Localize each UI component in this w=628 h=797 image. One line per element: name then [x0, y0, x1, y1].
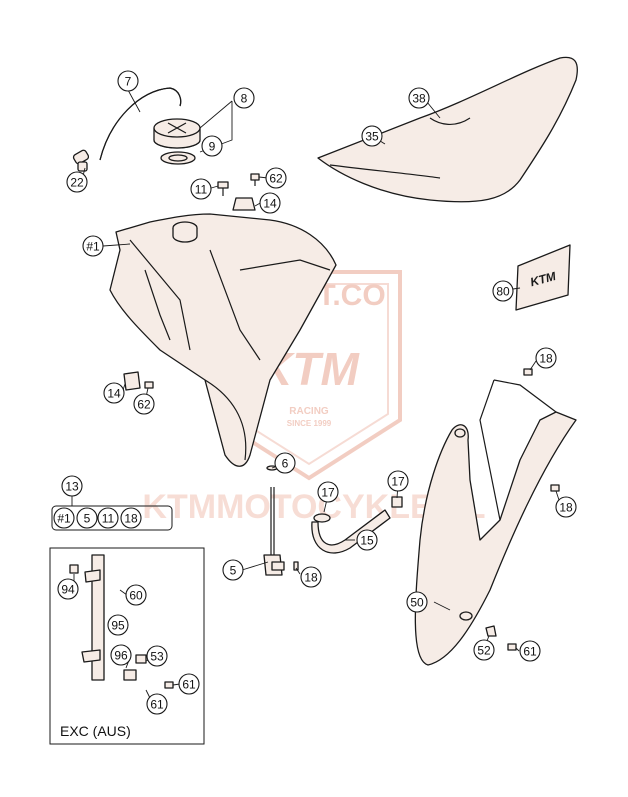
callout-label: 96 — [114, 649, 128, 663]
callout-label: 38 — [412, 92, 426, 106]
vent-valve — [72, 149, 90, 172]
callout-22: 22 — [66, 171, 88, 193]
callout-hash-1: #1 — [82, 235, 104, 257]
callout-label: 95 — [111, 619, 125, 633]
callout-8: 8 — [233, 87, 255, 109]
callout-label: 18 — [304, 571, 318, 585]
watermark-sub1: RACING — [289, 406, 329, 417]
watermark-sub2: SINCE 1999 — [287, 419, 332, 428]
inset-label: EXC (AUS) — [60, 723, 131, 739]
callout-38: 38 — [408, 87, 430, 109]
callout-7: 7 — [117, 70, 139, 92]
callout-18: 18 — [120, 507, 142, 529]
callout-label: 5 — [84, 512, 91, 526]
callout-label: 15 — [360, 534, 374, 548]
callout-label: 17 — [391, 475, 405, 489]
callout-label: 18 — [559, 501, 573, 515]
fuel-line — [311, 496, 403, 554]
callout-9: 9 — [201, 135, 223, 157]
callout-label: 5 — [230, 564, 237, 578]
callout-96: 96 — [110, 644, 132, 666]
callout-label: 62 — [269, 172, 283, 186]
callout-label: 94 — [61, 583, 75, 597]
callout-label: 61 — [150, 698, 164, 712]
callout-label: #1 — [57, 512, 71, 526]
callout-label: 8 — [241, 92, 248, 106]
callout-14: 14 — [103, 382, 125, 404]
callout-label: 17 — [321, 486, 335, 500]
small-hardware-top — [217, 173, 260, 211]
fuel-cap — [153, 118, 201, 165]
callout-label: 80 — [496, 285, 510, 299]
callout-label: #1 — [86, 240, 100, 254]
callout-label: 11 — [195, 183, 208, 197]
callout-60: 60 — [125, 584, 147, 606]
inset-exc-aus: EXC (AUS) — [49, 547, 205, 745]
callout-18: 18 — [555, 496, 577, 518]
callout-80: 80 — [492, 280, 514, 302]
callout-95: 95 — [107, 614, 129, 636]
callout-label: 18 — [124, 512, 138, 526]
callout-62: 62 — [265, 167, 287, 189]
callout-label: 18 — [539, 352, 553, 366]
callout-5: 5 — [76, 507, 98, 529]
callout-label: 13 — [65, 480, 79, 494]
callout-label: 62 — [137, 398, 151, 412]
callout-18: 18 — [535, 347, 557, 369]
callout-15: 15 — [356, 529, 378, 551]
radiator-shroud — [414, 368, 577, 666]
callout-label: 14 — [263, 197, 277, 211]
callout-35: 35 — [361, 125, 383, 147]
callout-label: 50 — [410, 596, 424, 610]
callout-hash-1: #1 — [53, 507, 75, 529]
callout-11: 11 — [190, 178, 212, 200]
callout-label: 7 — [125, 75, 132, 89]
decal-text: KTM — [529, 269, 559, 290]
callout-label: 11 — [102, 512, 115, 526]
callout-label: 35 — [365, 130, 379, 144]
callout-62: 62 — [133, 393, 155, 415]
callout-11: 11 — [97, 507, 119, 529]
callout-14: 14 — [259, 192, 281, 214]
callout-label: 9 — [209, 140, 216, 154]
callout-61: 61 — [178, 673, 200, 695]
callout-17: 17 — [387, 470, 409, 492]
callout-13: 13 — [61, 475, 83, 497]
callout-61: 61 — [519, 640, 541, 662]
callout-label: 61 — [182, 678, 196, 692]
callout-17: 17 — [317, 481, 339, 503]
callout-6: 6 — [274, 452, 296, 474]
fuel-tank — [109, 213, 337, 467]
callout-53: 53 — [146, 645, 168, 667]
callout-label: 52 — [477, 644, 491, 658]
callout-label: 22 — [70, 176, 84, 190]
callouts: 7 8 9 22 11 62 14 38 35 #1 80 14 62 18 6 17 17 13 #1 5 11 18 1… — [53, 70, 577, 715]
callout-label: 53 — [150, 650, 164, 664]
callout-label: 60 — [129, 589, 143, 603]
seat — [317, 56, 578, 203]
callout-5: 5 — [222, 559, 244, 581]
ktm-decal: KTM — [515, 244, 571, 311]
callout-label: 6 — [282, 457, 289, 471]
callout-94: 94 — [57, 578, 79, 600]
callout-52: 52 — [473, 639, 495, 661]
callout-18: 18 — [300, 566, 322, 588]
callout-61: 61 — [146, 693, 168, 715]
callout-label: 14 — [107, 387, 121, 401]
bushing-left — [123, 371, 154, 391]
callout-50: 50 — [406, 591, 428, 613]
callout-label: 61 — [523, 645, 537, 659]
